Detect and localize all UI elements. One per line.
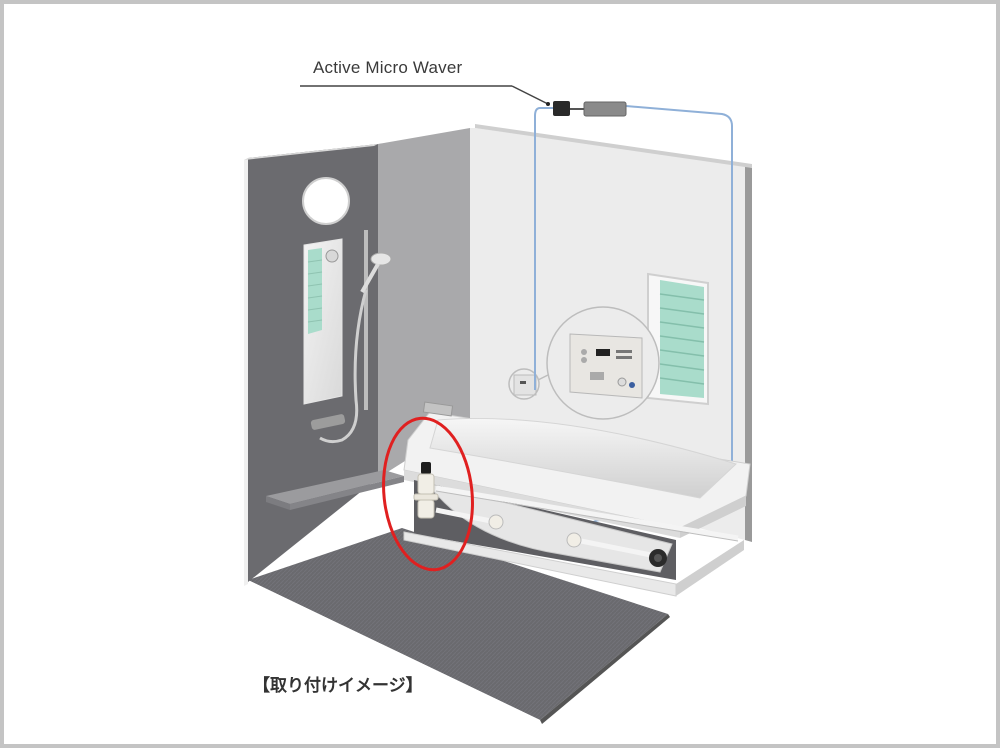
active-micro-waver-device (553, 101, 627, 117)
floor (248, 528, 670, 724)
highlight-circle (382, 416, 474, 572)
middle-wall (378, 128, 475, 478)
ceiling-light (302, 177, 350, 225)
callout-label: Active Micro Waver (313, 58, 463, 77)
callout-leader-line (300, 85, 550, 106)
pipes (435, 485, 739, 567)
image-caption: 【取り付けイメージ】 (253, 676, 423, 696)
window (647, 272, 709, 406)
control-panel (508, 306, 660, 420)
mirror (303, 238, 343, 405)
bench (266, 470, 404, 510)
shower (310, 230, 392, 444)
water-treatment-unit (413, 462, 439, 519)
